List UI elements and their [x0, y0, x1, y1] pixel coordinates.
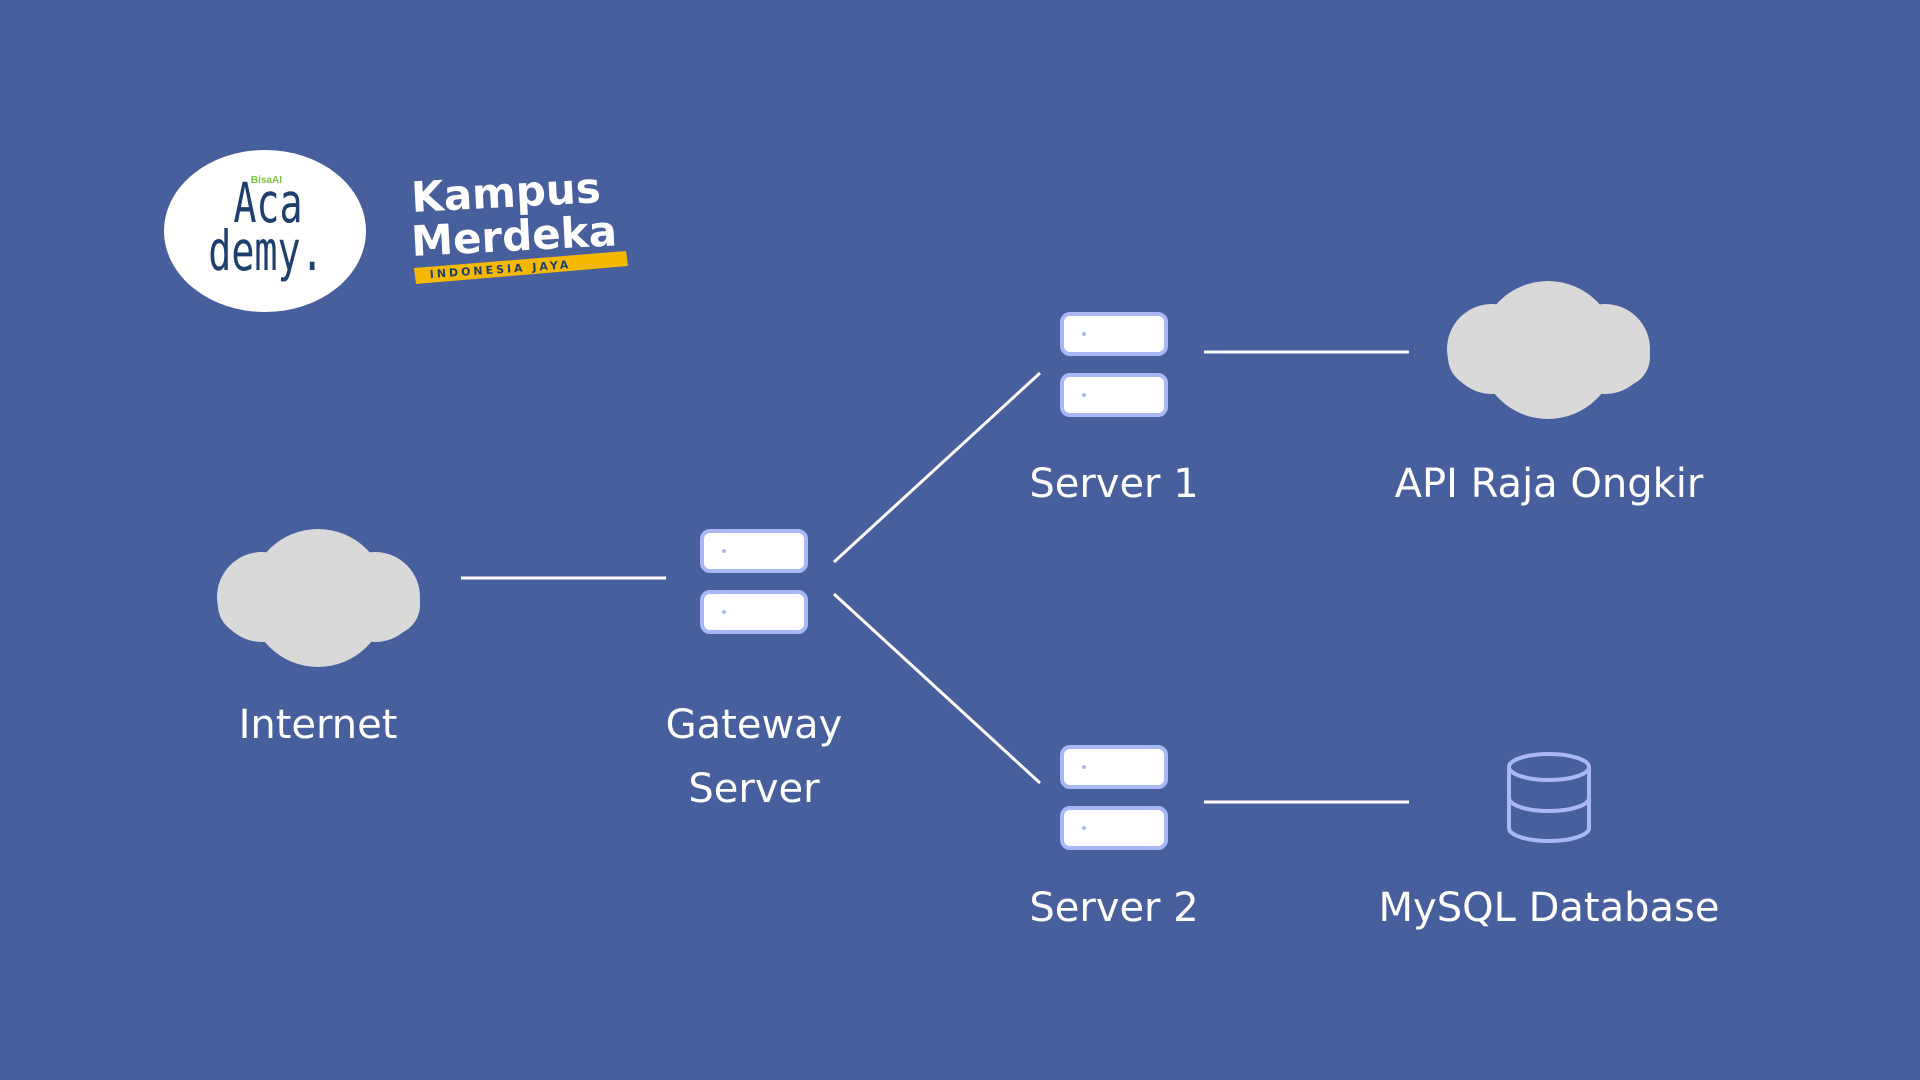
server2-label: Server 2	[1029, 885, 1199, 931]
api-label: API Raja Ongkir	[1394, 461, 1704, 507]
edge-gateway-server1	[832, 371, 1042, 564]
gateway-label-line1: Gateway	[665, 702, 843, 748]
academy-logo-line1: Aca	[233, 172, 302, 236]
academy-logo-line2: demy.	[208, 220, 324, 284]
academy-logo-badge: BisaAI	[251, 175, 282, 186]
server1-icon	[1060, 312, 1168, 417]
server2-icon	[1060, 745, 1168, 850]
kampus-merdeka-logo: Kampus Merdeka INDONESIA JAYA	[410, 163, 628, 284]
gateway-label-line2: Server	[688, 766, 820, 812]
gateway-server-label: Gateway Server	[634, 693, 874, 821]
kampus-merdeka-line1: Kampus	[410, 163, 602, 222]
server1-label: Server 1	[1029, 461, 1199, 507]
internet-cloud-icon	[217, 529, 420, 667]
database-icon	[1507, 752, 1591, 843]
internet-label: Internet	[238, 702, 398, 748]
api-cloud-icon	[1447, 281, 1650, 419]
edge-gateway-server2	[832, 592, 1042, 785]
academy-logo: BisaAI Aca demy.	[164, 150, 366, 312]
kampus-merdeka-ribbon	[414, 251, 628, 284]
gateway-server-icon	[700, 529, 808, 634]
mysql-label: MySQL Database	[1378, 885, 1720, 931]
